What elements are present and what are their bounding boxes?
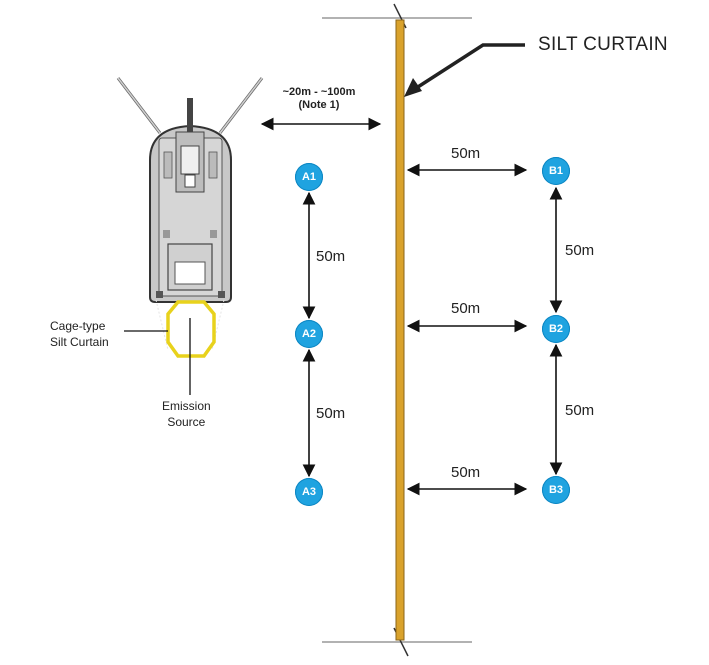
- distance-b2-b3: 50m: [565, 402, 595, 419]
- note-line-1: ~20m - ~100m: [282, 86, 356, 98]
- silt-curtain-pointer: [404, 43, 525, 97]
- cage-type-label: Cage-type Silt Curtain: [50, 318, 109, 350]
- work-vessel: [116, 77, 264, 351]
- distance-a1-a2: 50m: [316, 248, 346, 265]
- emission-label-line-2: Source: [167, 415, 206, 429]
- note-distance-label: ~20m - ~100m (Note 1): [264, 86, 374, 112]
- note-line-2: (Note 1): [298, 99, 340, 111]
- silt-curtain-title: SILT CURTAIN: [538, 34, 668, 55]
- silt-curtain: [322, 3, 472, 657]
- cage-label-line-1: Cage-type: [50, 319, 106, 333]
- station-a1: A1: [295, 163, 323, 191]
- station-a3: A3: [295, 478, 323, 506]
- distance-a2-a3: 50m: [316, 405, 346, 422]
- emission-label-line-1: Emission: [162, 399, 211, 413]
- station-b1: B1: [542, 157, 570, 185]
- distance-curtain-b1: 50m: [451, 145, 481, 162]
- distance-b1-b2: 50m: [565, 242, 595, 259]
- distance-curtain-b3: 50m: [451, 464, 481, 481]
- distance-curtain-b2: 50m: [451, 300, 481, 317]
- emission-source-label: Emission Source: [162, 398, 211, 430]
- station-b2: B2: [542, 315, 570, 343]
- cage-label-line-2: Silt Curtain: [50, 335, 109, 349]
- station-b3: B3: [542, 476, 570, 504]
- station-a2: A2: [295, 320, 323, 348]
- cage-silt-curtain: [166, 300, 216, 358]
